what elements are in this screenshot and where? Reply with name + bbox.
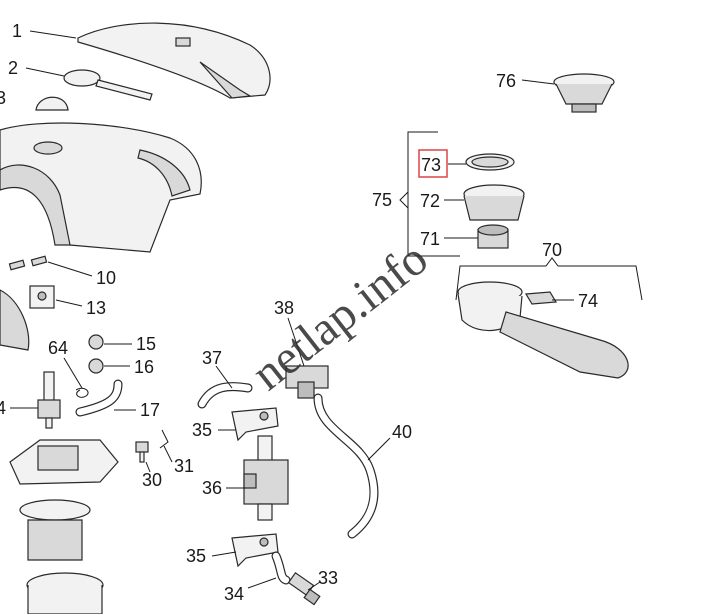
label-3: 3 <box>0 88 6 108</box>
part-40-hose <box>313 393 379 539</box>
leader-31 <box>163 445 173 463</box>
leader-1 <box>29 30 77 39</box>
leader-64 <box>63 357 83 389</box>
part-36-solenoid <box>243 435 289 521</box>
leader-33 <box>307 581 321 591</box>
bracket-75 <box>399 131 460 257</box>
part-17-hose <box>75 379 123 417</box>
label-15: 15 <box>136 334 156 354</box>
leader-35b <box>211 551 237 557</box>
part-76-basket <box>553 73 615 113</box>
leader-38 <box>287 317 305 367</box>
part-35-bracket-lower <box>231 533 279 568</box>
boiler-assembly <box>9 439 119 614</box>
label-76: 76 <box>496 71 516 91</box>
part-35-bracket-upper <box>231 407 279 442</box>
label-75: 75 <box>372 190 392 210</box>
label-1: 1 <box>12 21 22 41</box>
part-30-screw <box>135 441 149 463</box>
part-72-filter <box>463 184 525 221</box>
leader-34 <box>247 577 277 589</box>
part-31-spring-clip <box>159 429 169 449</box>
machine-housing <box>0 122 202 253</box>
label-34: 34 <box>224 584 244 604</box>
label-33: 33 <box>318 568 338 588</box>
label-38: 38 <box>274 298 294 318</box>
label-4: 4 <box>0 398 6 418</box>
part-2-spoon <box>63 69 153 101</box>
leader-13 <box>55 299 83 307</box>
watermark-text: netlap.info <box>242 232 437 401</box>
part-74-clip <box>524 291 558 305</box>
leader-40 <box>367 437 391 461</box>
leader-2 <box>25 67 65 77</box>
label-35a: 35 <box>192 420 212 440</box>
label-16: 16 <box>134 357 154 377</box>
label-17: 17 <box>140 400 160 420</box>
label-64: 64 <box>48 338 68 358</box>
part-38-valve <box>285 365 329 399</box>
label-37: 37 <box>202 348 222 368</box>
leader-10 <box>47 261 93 277</box>
label-71: 71 <box>420 229 440 249</box>
part-73-disk <box>465 153 515 171</box>
part-15-grommet <box>88 334 104 350</box>
bracket-70 <box>455 257 643 301</box>
part-16-grommet <box>88 358 104 374</box>
leader-76 <box>521 79 555 85</box>
label-74: 74 <box>578 291 598 311</box>
part-71-nut <box>477 224 509 249</box>
label-72: 72 <box>420 191 440 211</box>
part-1-cover <box>77 22 271 99</box>
label-40: 40 <box>392 422 412 442</box>
part-33-fitting <box>287 571 321 606</box>
part-64-clip <box>75 387 89 398</box>
part-4-valve <box>37 371 61 429</box>
part-13-switch <box>0 285 55 351</box>
label-73: 73 <box>421 155 441 175</box>
label-36: 36 <box>202 478 222 498</box>
part-37-hose <box>197 382 253 409</box>
part-34-hose <box>271 551 291 585</box>
label-73-highlight-box <box>418 149 448 178</box>
label-13: 13 <box>86 298 106 318</box>
part-70-portafilter <box>457 281 629 379</box>
part-10-connectors <box>8 255 48 271</box>
label-2: 2 <box>8 58 18 78</box>
label-70: 70 <box>542 240 562 260</box>
label-10: 10 <box>96 268 116 288</box>
label-31: 31 <box>174 456 194 476</box>
part-3-knob <box>35 96 69 111</box>
label-35b: 35 <box>186 546 206 566</box>
label-30: 30 <box>142 470 162 490</box>
leader-30 <box>145 461 151 473</box>
leader-37 <box>215 365 233 389</box>
